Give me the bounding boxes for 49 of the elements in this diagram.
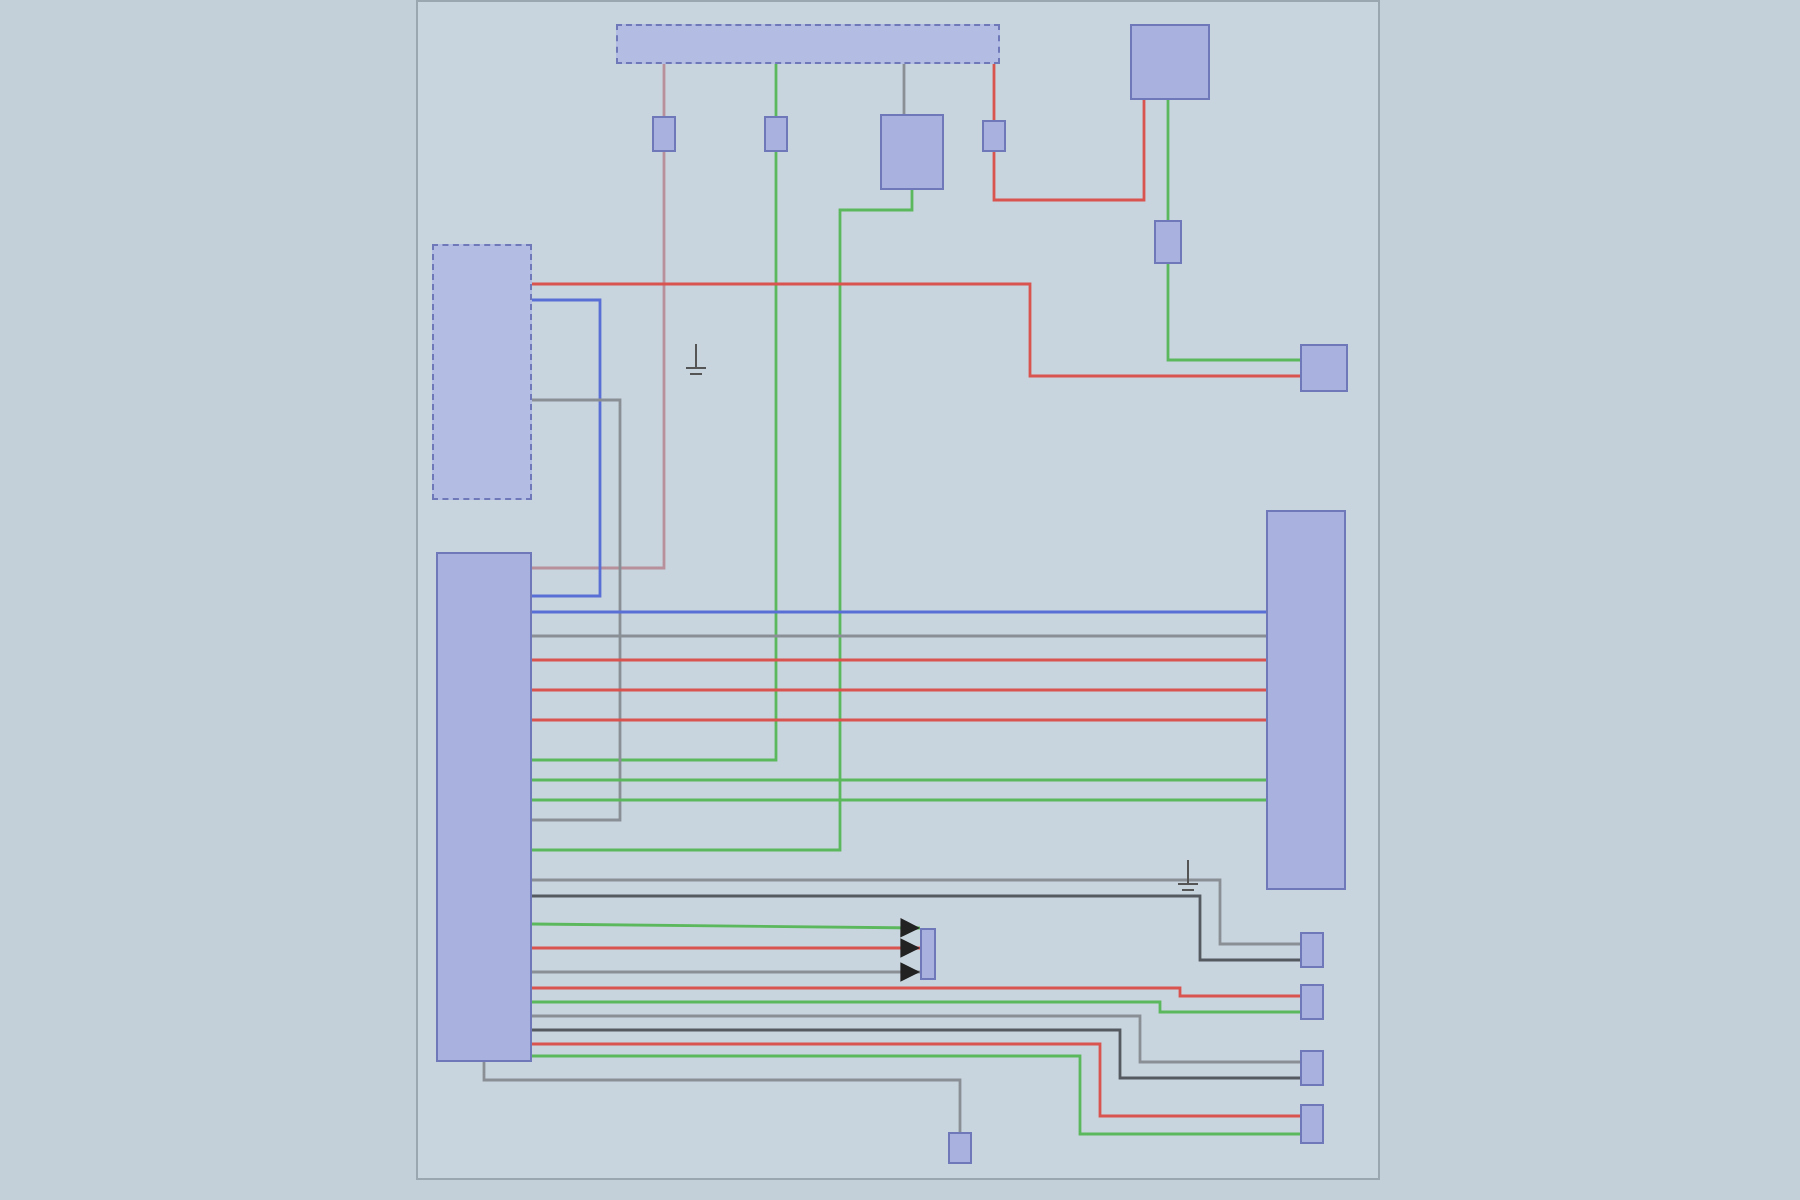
wire [532,152,778,762]
wire [482,1062,962,1132]
wire [902,64,906,114]
connector-box [982,120,1006,152]
connector-box [1300,1050,1324,1086]
wire [532,298,602,598]
wire [1166,100,1170,220]
connector-box [764,116,788,152]
relay-box [880,114,944,190]
wire [1166,264,1300,362]
wire [532,634,1266,638]
wire [992,64,996,120]
wire [774,64,778,116]
wire [532,190,914,852]
connector-box [1154,220,1182,264]
wire [532,152,666,570]
wire [532,610,1266,614]
wire [532,878,1300,946]
actuator-box [1266,510,1346,890]
connector-box [1300,932,1324,968]
connector-box [652,116,676,152]
connector-box [948,1132,972,1164]
relay-module-box [432,244,532,500]
wire [532,1000,1300,1014]
fuse-box [616,24,1000,64]
wire [532,1014,1300,1064]
connector-box [1300,984,1324,1020]
wire [532,894,1300,962]
wire [662,64,666,116]
arrow [532,962,920,982]
control-module-box [436,552,532,1062]
wire [532,718,1266,722]
wire [532,1042,1300,1118]
wire [532,1028,1300,1080]
connector-box [1300,1104,1324,1144]
wire [532,986,1300,998]
wire [992,100,1146,202]
wire [532,778,1266,782]
wire [532,688,1266,692]
wire [532,282,1300,378]
arrow [532,918,920,938]
wire [532,398,622,822]
wire [532,1054,1300,1136]
connector-box [920,928,936,980]
arrow [532,938,920,958]
component-box [1300,344,1348,392]
motor-box [1130,24,1210,100]
wire [532,798,1266,802]
wire [532,658,1266,662]
